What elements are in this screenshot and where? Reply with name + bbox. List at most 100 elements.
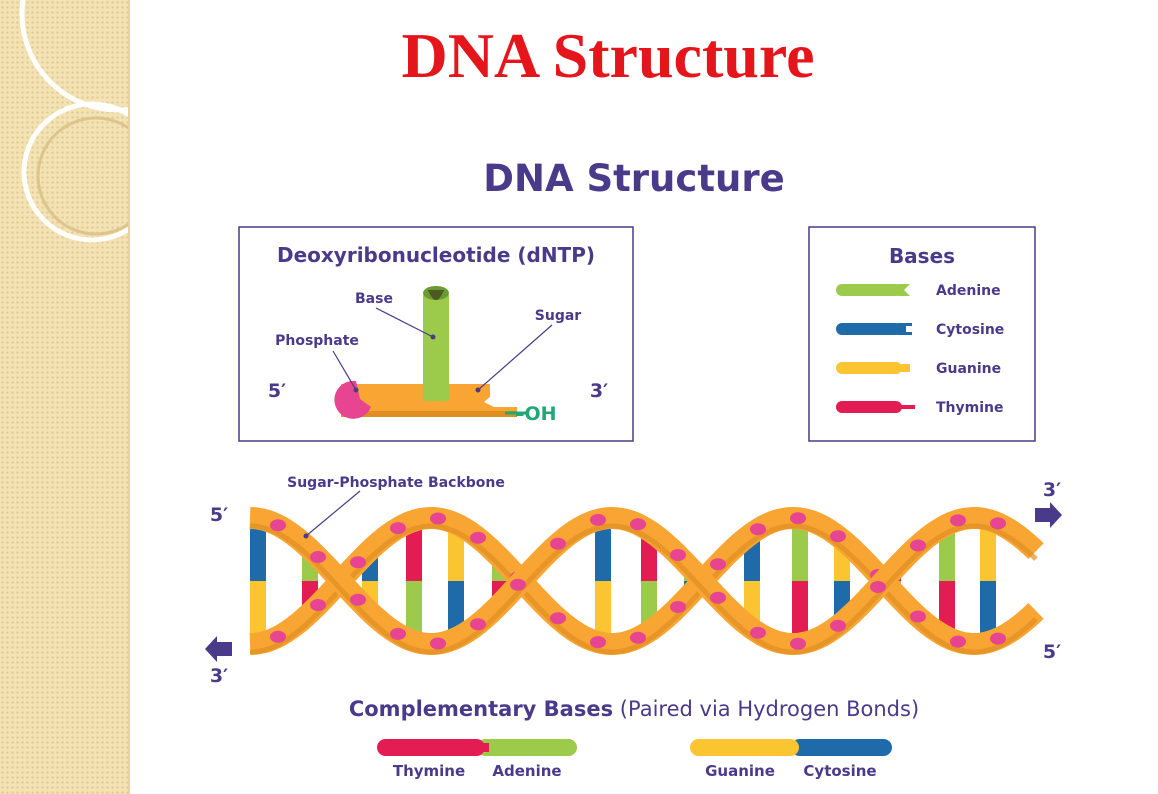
backbone-strand-1-shadow: [249, 523, 1038, 655]
backbone-label: Sugar-Phosphate Backbone: [287, 475, 505, 491]
left-arrow-icon: [205, 636, 232, 662]
pair-bar-joint: [791, 739, 799, 756]
phosphate-dot: [670, 601, 686, 613]
phosphate-dot: [270, 630, 286, 643]
diagram-heading: DNA Structure: [483, 157, 784, 200]
double-helix: [249, 506, 1044, 656]
legend-swatch-tip: [898, 323, 912, 335]
pair-1-right-label: Adenine: [492, 762, 561, 780]
phosphate-label: Phosphate: [275, 333, 359, 349]
pair-bar-1: [377, 739, 577, 756]
phosphate-dot: [830, 530, 846, 543]
phosphate-dot: [270, 519, 286, 532]
dntp-title: Deoxyribonucleotide (dNTP): [277, 243, 595, 267]
phosphate-dot: [310, 599, 326, 611]
base-rung-bottom: [595, 581, 611, 644]
phosphate-dot: [590, 513, 606, 526]
base-rung-top: [250, 518, 266, 581]
phosphate-dot: [750, 523, 766, 536]
legend-thymine: Thymine: [836, 400, 1004, 416]
base-pair: [939, 524, 955, 638]
base-leader-dot: [430, 334, 436, 340]
dntp-five-prime: 5′: [268, 380, 286, 402]
sugar-leader: [477, 324, 553, 391]
phosphate-dot: [350, 593, 366, 606]
phosphate-dot: [430, 512, 446, 525]
phosphate-dot: [630, 518, 646, 531]
base-rod-notch: [428, 290, 444, 300]
pair-bar-left: [377, 739, 485, 756]
backbone-strand-1: [249, 507, 1044, 656]
base-rung-top: [595, 518, 611, 581]
helix-left-top-label: 5′: [210, 504, 228, 526]
legend-swatch: [836, 284, 902, 296]
sugar-label: Sugar: [535, 308, 582, 324]
backbone-strand-2-shadow: [249, 523, 1038, 655]
base-pair: [980, 519, 996, 643]
pair-2-right-label: Cytosine: [803, 762, 876, 780]
dntp-panel: Deoxyribonucleotide (dNTP) Base Sugar Ph…: [238, 226, 634, 442]
phosphate-dot: [830, 619, 846, 632]
helix-left-bottom-label: 3′: [210, 665, 228, 687]
legend-adenine: Adenine: [836, 283, 1001, 299]
phosphate-dot: [310, 551, 326, 563]
phosphate-dot: [550, 537, 566, 550]
phosphate-dot: [430, 637, 446, 650]
sugar-shadow: [341, 411, 517, 417]
phosphate-dot: [910, 539, 926, 552]
legend-swatch-tip: [898, 364, 910, 372]
pair-1-left-label: Thymine: [393, 762, 465, 780]
legend-label: Guanine: [936, 361, 1001, 377]
decorative-rings: [19, 0, 128, 243]
legend-cytosine: Cytosine: [836, 322, 1004, 338]
legend-swatch-tip: [898, 284, 910, 296]
base-rung-top: [980, 519, 996, 581]
phosphate-leader: [332, 350, 357, 391]
base-rung-bottom: [980, 581, 996, 643]
complementary-title-rest: (Paired via Hydrogen Bonds): [620, 697, 919, 721]
complementary-title-bold: Complementary Bases: [349, 697, 613, 721]
base-pair: [792, 518, 808, 644]
phosphate-dot: [550, 612, 566, 625]
phosphate-dot: [390, 627, 406, 640]
backbone-leader: [305, 490, 361, 537]
base-rung-bottom: [250, 581, 266, 644]
base-pair: [250, 518, 266, 644]
legend-label: Adenine: [936, 283, 1001, 299]
pair-bar-2: [690, 739, 892, 756]
complementary-title: Complementary Bases (Paired via Hydrogen…: [349, 697, 919, 721]
phosphate-dot: [350, 556, 366, 569]
phosphate-dot: [790, 512, 806, 525]
base-rung-top: [792, 518, 808, 581]
phosphate-shape: [334, 380, 371, 419]
pair-bar-right: [477, 739, 577, 756]
base-pair: [406, 520, 422, 642]
phosphate-dot: [590, 636, 606, 649]
helix-right-top-label: 3′: [1043, 479, 1061, 501]
phosphate-dot: [710, 591, 726, 604]
base-rung-bottom: [792, 581, 808, 644]
legend-guanine: Guanine: [836, 361, 1001, 377]
phosphate-dot: [750, 626, 766, 639]
phosphate-dot: [630, 631, 646, 644]
backbone-leader-dot: [303, 533, 309, 539]
legend-label: Thymine: [936, 400, 1004, 416]
legend-label: Cytosine: [936, 322, 1004, 338]
legend-swatch: [836, 323, 902, 335]
phosphate-dot: [470, 531, 486, 544]
phosphate-dot: [670, 549, 686, 561]
base-rung-bottom: [406, 581, 422, 642]
helix-right-bottom-label: 5′: [1043, 641, 1061, 663]
pair-bar-joint: [475, 743, 489, 752]
decorative-sidebar: [0, 0, 130, 794]
base-pair: [595, 518, 611, 644]
phosphate-dot: [950, 514, 966, 527]
phosphate-dot: [390, 522, 406, 535]
phosphate-dot: [510, 578, 526, 591]
pair-bar-left: [690, 739, 799, 756]
phosphate-dot: [790, 637, 806, 650]
phosphate-dot: [470, 618, 486, 631]
phosphate-dot: [950, 635, 966, 648]
